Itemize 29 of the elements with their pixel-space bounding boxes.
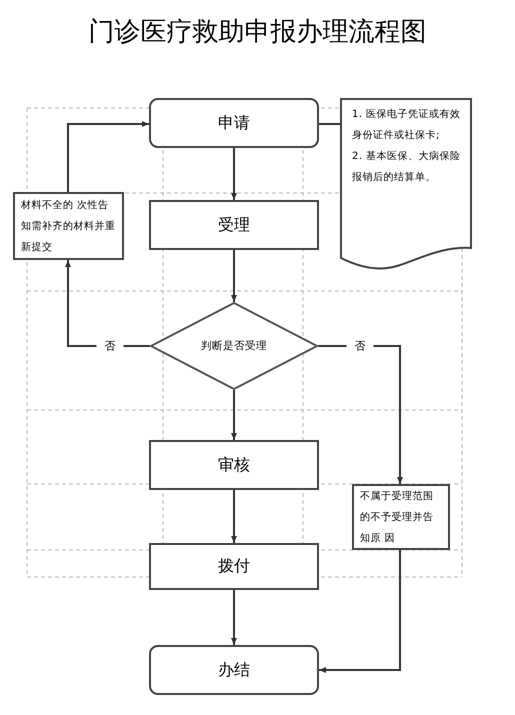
arrow: [231, 250, 237, 302]
process-box: [149, 543, 319, 590]
arrow: [318, 345, 403, 484]
node-text: 材料不全的 次性告知需补齐的材料并重新提交: [21, 198, 116, 254]
document-shape: [340, 98, 472, 270]
node-text: 审核: [218, 454, 250, 476]
note-box: [352, 484, 450, 550]
node-text: 2. 基本医保、大病保险报销后的结算单。: [352, 150, 462, 185]
arrow: [231, 148, 237, 200]
arrow: [231, 390, 237, 440]
node-text: 受理: [218, 214, 250, 236]
node-text: 办结: [218, 660, 250, 680]
node-text: 1. 医保电子凭证或有效身份证件或社保卡;: [352, 108, 462, 143]
node-text: 不属于受理范围的不予受理并告知原 因: [360, 490, 434, 546]
arrow: [67, 121, 149, 192]
node-text: 拨付: [218, 556, 250, 577]
connector-line: [319, 123, 340, 125]
arrow: [231, 490, 237, 543]
arrow: [319, 550, 401, 673]
process-box: [149, 200, 319, 250]
terminal-box: [149, 98, 319, 148]
process-box: [149, 440, 319, 490]
note-box: [13, 192, 124, 260]
node-text: 判断是否受理: [200, 339, 268, 354]
diagram-title: 门诊医疗救助申报办理流程图: [88, 16, 428, 49]
terminal-box: [149, 645, 319, 695]
node-text: 申请: [218, 112, 250, 134]
decision-diamond: [150, 302, 318, 390]
arrow: [231, 590, 237, 645]
